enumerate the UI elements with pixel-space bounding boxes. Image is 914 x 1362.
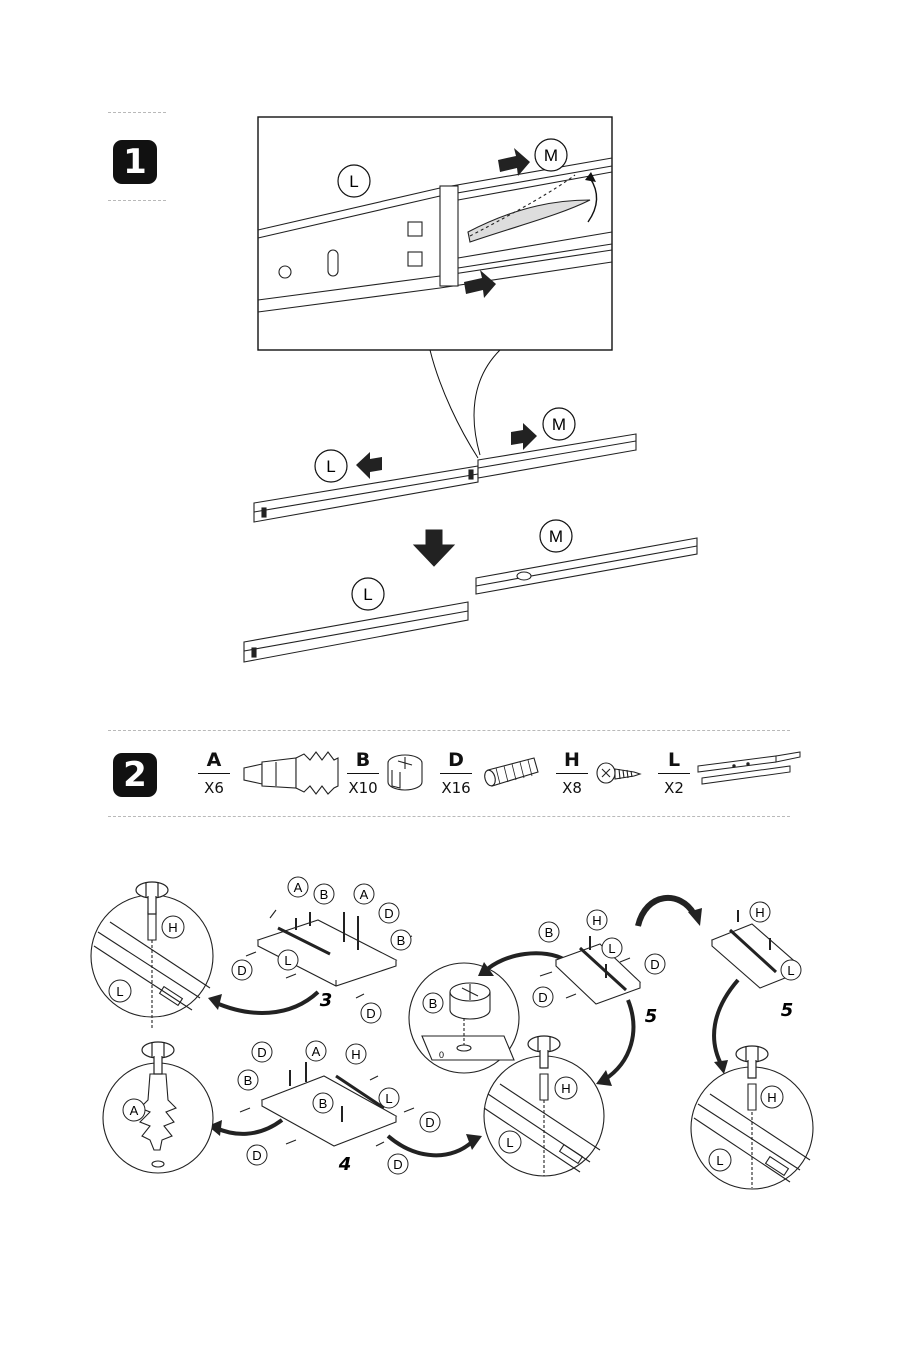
assy-label-H6: H: [767, 1090, 776, 1105]
assy-label-H3: H: [755, 905, 764, 920]
dowel-bolt-icon: [244, 752, 338, 794]
assy-label-D1: D: [384, 906, 393, 921]
assy-label-D8: D: [252, 1148, 261, 1163]
assy-label-H2: H: [592, 913, 601, 928]
wood-dowel-icon: [483, 758, 538, 787]
label-bottom-L: L: [363, 585, 372, 604]
detail-cam-lock: [409, 963, 519, 1073]
curved-arrow-6: [388, 1136, 474, 1155]
assy-label-L7: L: [716, 1153, 723, 1168]
curved-arrow-5: [216, 1120, 282, 1134]
assy-label-L6: L: [506, 1135, 513, 1150]
curved-arrow-3: [604, 1000, 633, 1080]
assy-label-D9: D: [393, 1157, 402, 1172]
assy-label-D6: D: [257, 1045, 266, 1060]
panel-number-3: 3: [320, 990, 333, 1011]
arrow-right-M: [511, 423, 537, 450]
assy-label-D4: D: [650, 957, 659, 972]
arrow-left-L: [356, 452, 382, 479]
assy-label-H4: H: [351, 1047, 360, 1062]
assembly-illustration: H L A B A D B D L D 3 B 0: [0, 870, 914, 1200]
assy-label-A1: A: [294, 880, 303, 895]
assy-label-D2: D: [237, 963, 246, 978]
cam-detail-mark: 0: [439, 1050, 444, 1060]
assy-label-B3: B: [429, 996, 438, 1011]
cam-lock-icon: [388, 755, 422, 790]
assy-label-L4: L: [787, 963, 794, 978]
assy-label-B2: B: [397, 933, 406, 948]
assy-label-H1: H: [168, 920, 177, 935]
assy-label-L2: L: [284, 953, 291, 968]
panel-number-5a: 5: [645, 1006, 658, 1027]
rail-assembled: [254, 434, 636, 522]
curved-arrow-4: [714, 980, 738, 1066]
detail-screw-rail-2: [484, 1056, 604, 1176]
panel-number-5b: 5: [781, 1000, 794, 1021]
label-top-L: L: [326, 457, 335, 476]
label-zoom-L: L: [349, 172, 358, 191]
detail-screw-rail-3: [691, 1067, 813, 1189]
assy-label-B5: B: [244, 1073, 253, 1088]
panel-number-4: 4: [338, 1154, 352, 1175]
assy-label-L1: L: [116, 984, 123, 999]
detail-dowel-bolt: [103, 1063, 213, 1173]
label-zoom-M: M: [544, 146, 558, 165]
assy-label-D7: D: [425, 1115, 434, 1130]
label-top-M: M: [552, 415, 566, 434]
assy-label-A4: A: [130, 1103, 139, 1118]
assy-label-B1: B: [320, 887, 329, 902]
assy-label-A2: A: [360, 887, 369, 902]
rail-separated: [244, 538, 697, 662]
down-arrow: [414, 530, 454, 566]
assy-label-A3: A: [312, 1044, 321, 1059]
detail-screw-rail-1: [91, 895, 213, 1030]
panel-5a: [540, 936, 640, 1004]
assy-label-H5: H: [561, 1081, 570, 1096]
flip-arrow: [638, 898, 694, 926]
screw-icon: [597, 763, 640, 783]
assy-label-D5: D: [538, 990, 547, 1005]
assy-label-D3: D: [366, 1006, 375, 1021]
assy-label-L5: L: [385, 1091, 392, 1106]
assy-label-B4: B: [545, 925, 554, 940]
drawer-rail-icon: [698, 752, 800, 784]
curved-arrow-1: [214, 992, 318, 1013]
assy-label-L3: L: [608, 941, 615, 956]
curved-arrow-2: [484, 953, 565, 972]
step1-illustration: L M L M L M: [0, 0, 914, 700]
label-bottom-M: M: [549, 527, 563, 546]
assy-label-B6: B: [319, 1096, 328, 1111]
